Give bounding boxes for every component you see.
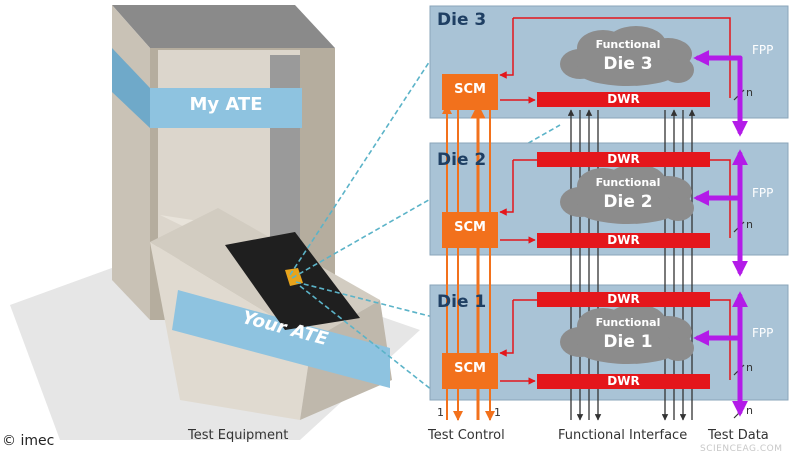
connector-die3 xyxy=(289,49,438,276)
watermark-text: SCIENCEAG.COM xyxy=(700,444,783,454)
die3-scm-box xyxy=(442,74,498,110)
tower-left xyxy=(112,5,150,320)
die2-dwr-lower-label: DWR xyxy=(607,233,640,247)
die3-cloud-label: Functional xyxy=(595,38,661,51)
die2-scm-label: SCM xyxy=(454,220,486,235)
die1-scm-label: SCM xyxy=(454,361,486,376)
die2-dwr-lower-bar xyxy=(537,233,710,248)
die2-dwr-upper-bar xyxy=(537,152,710,167)
test-equipment-caption: Test Equipment xyxy=(188,428,289,443)
control-right-n: 1 xyxy=(494,406,501,419)
die-stack xyxy=(429,5,789,421)
die1-dwr-lower-label: DWR xyxy=(607,374,640,388)
die2-title: Die 2 xyxy=(437,150,487,170)
die3-fpp-label: FPP xyxy=(752,43,774,57)
die3-dwr-lower-label: DWR xyxy=(607,92,640,106)
test-control-caption: Test Control xyxy=(428,428,505,443)
copyright-label: © imec xyxy=(2,433,55,449)
die3-scm-label: SCM xyxy=(454,82,486,97)
die3-title: Die 3 xyxy=(437,10,487,30)
test-data-bus-n: n xyxy=(746,404,753,417)
die1-dwr-lower-bar xyxy=(537,374,710,389)
functional-clouds xyxy=(560,26,694,364)
connector-die1b xyxy=(299,285,438,395)
die3-cloud-die: Die 3 xyxy=(603,54,653,74)
fpp-arrows xyxy=(693,49,749,417)
die1-scm-box xyxy=(442,353,498,389)
my-ate-label: My ATE xyxy=(189,94,263,115)
die3-bus-n: n xyxy=(746,86,753,99)
die2-bus-n: n xyxy=(746,218,753,231)
control-left-n: 1 xyxy=(437,406,444,419)
die2-dwr-upper-label: DWR xyxy=(607,152,640,166)
die2-cloud-die: Die 2 xyxy=(603,192,653,212)
die1-cloud-label: Functional xyxy=(595,316,661,329)
die1-fpp-label: FPP xyxy=(752,326,774,340)
ate-illustration xyxy=(10,5,561,440)
die3-dwr-lower-bar xyxy=(537,92,710,107)
die1-dwr-upper-bar xyxy=(537,292,710,307)
test-data-caption: Test Data xyxy=(708,428,769,443)
tower-top xyxy=(112,5,335,48)
die2-fpp-label: FPP xyxy=(752,186,774,200)
die1-cloud-die: Die 1 xyxy=(603,332,653,352)
your-ate-band xyxy=(172,290,390,388)
my-ate-band-side xyxy=(112,48,150,128)
die2-cloud-label: Functional xyxy=(595,176,661,189)
my-ate-band xyxy=(150,88,302,128)
die1-dwr-upper-label: DWR xyxy=(607,292,640,306)
die2-scm-box xyxy=(442,212,498,248)
die1-title: Die 1 xyxy=(437,292,487,312)
functional-interface-caption: Functional Interface xyxy=(558,428,688,443)
die1-bus-n: n xyxy=(746,361,753,374)
connector-die1a xyxy=(295,281,438,319)
